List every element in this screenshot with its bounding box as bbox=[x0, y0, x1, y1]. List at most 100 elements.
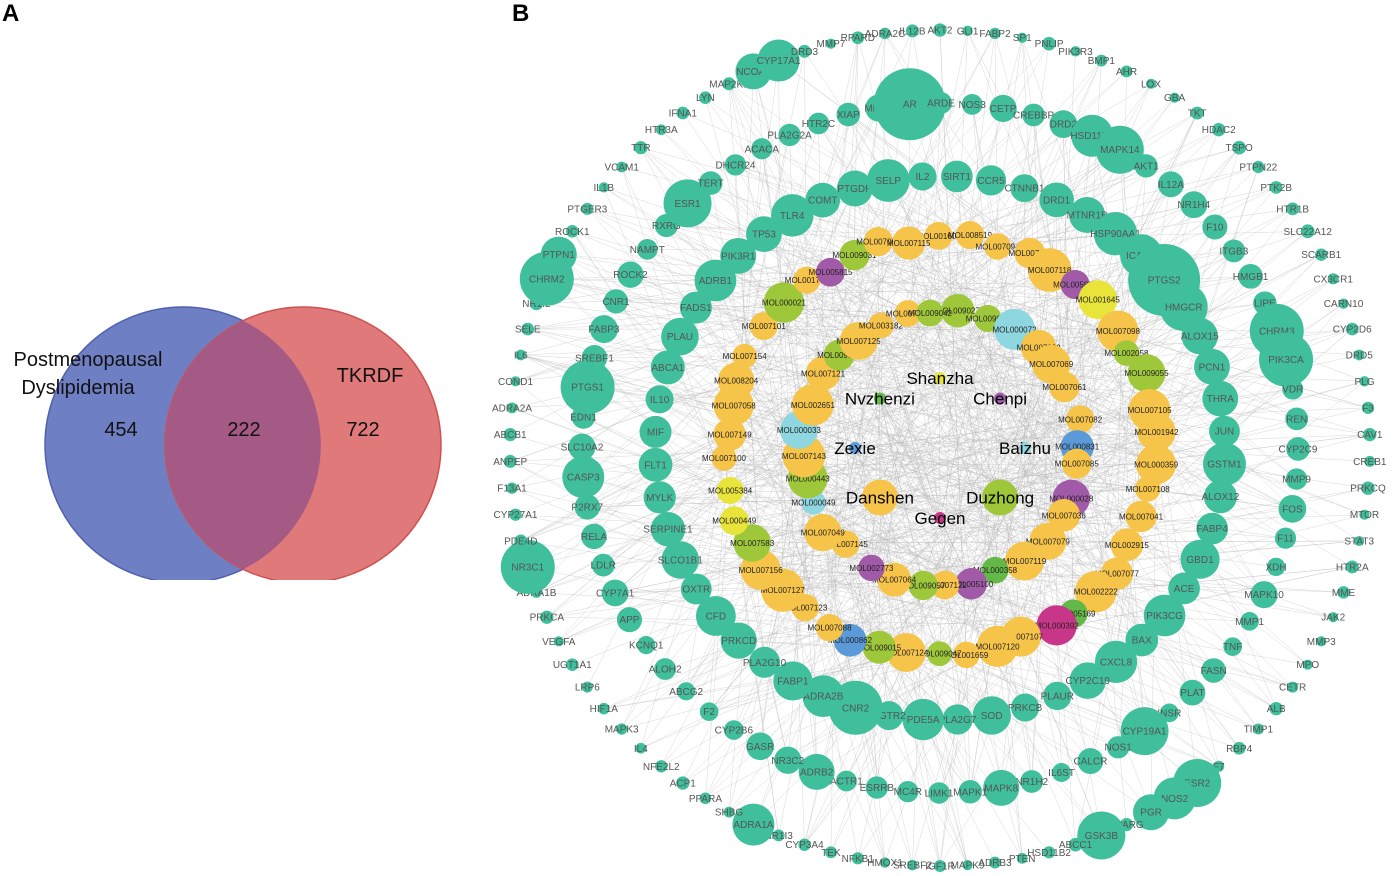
network-edge bbox=[830, 37, 859, 273]
network-edge bbox=[995, 540, 1360, 571]
target-label-f7: F7 bbox=[1213, 762, 1225, 773]
target-label-nr3c2: NR3C2 bbox=[771, 756, 804, 767]
target-label-sirt1: SIRT1 bbox=[943, 172, 972, 183]
target-node-app bbox=[616, 607, 643, 633]
network-edge bbox=[893, 579, 971, 792]
target-node-rbp4 bbox=[1232, 741, 1246, 755]
network-edge bbox=[1031, 541, 1049, 782]
network-edge bbox=[879, 372, 1147, 399]
panel-label-b: B bbox=[512, 0, 530, 27]
network-edge bbox=[1097, 147, 1240, 300]
target-label-alox12: ALOX12 bbox=[1201, 492, 1239, 503]
compound-label-mol007124: MOL007124 bbox=[884, 648, 929, 657]
target-node-cyp19a1 bbox=[1120, 707, 1169, 756]
target-label-il10: IL10 bbox=[650, 395, 670, 406]
compound-node-mol007583 bbox=[733, 524, 771, 562]
target-label-cyp2c9: CYP2C9 bbox=[1279, 444, 1318, 455]
network-edge bbox=[999, 398, 1128, 546]
compound-label-mol003182: MOL003182 bbox=[859, 321, 904, 330]
herb-label-danshen: Danshen bbox=[846, 488, 914, 507]
target-node-vcam1 bbox=[616, 161, 628, 173]
target-node-adra2b bbox=[802, 675, 845, 718]
target-label-mpo: MPO bbox=[1296, 660, 1319, 671]
target-node-cyp27a1 bbox=[509, 508, 522, 521]
target-label-ccr5: CCR5 bbox=[977, 176, 1005, 187]
target-node-il2 bbox=[908, 162, 937, 191]
network-edge bbox=[879, 253, 1031, 498]
target-node-akt1 bbox=[1134, 154, 1158, 178]
network-edge bbox=[736, 380, 1001, 498]
network-edge bbox=[822, 398, 881, 533]
target-label-pcn1: PCN1 bbox=[1199, 362, 1226, 373]
compound-node-mol002058 bbox=[1113, 340, 1140, 366]
target-label-gstm1: GSTM1 bbox=[1207, 460, 1242, 471]
network-edge bbox=[922, 585, 1002, 789]
compound-label-mol001645: MOL001645 bbox=[1076, 296, 1121, 305]
target-node-adrb1 bbox=[694, 259, 737, 302]
herb-nodes: ShanzhaChenpiBaizhuDuzhongGegenDanshenZe… bbox=[834, 369, 1051, 528]
compound-node-mol007064 bbox=[877, 562, 912, 597]
network-edge bbox=[879, 310, 959, 498]
target-node-hsd11b2 bbox=[1042, 846, 1056, 859]
target-node-ppara bbox=[699, 792, 712, 805]
target-node-tnf bbox=[1223, 637, 1243, 656]
network-edge bbox=[994, 33, 998, 247]
network-edge bbox=[938, 43, 1050, 236]
target-node-cnr1 bbox=[603, 289, 629, 314]
target-label-hsp90aa1: HSP90AA1 bbox=[1090, 229, 1141, 240]
target-node-ldlr bbox=[591, 553, 615, 577]
target-node-prkcd bbox=[720, 622, 757, 659]
compound-nodes: MOL001601MOL008519MOL007094MOL007111MOL0… bbox=[702, 221, 1179, 672]
target-node-il12b bbox=[905, 24, 919, 38]
compound-label-mol007058: MOL007058 bbox=[712, 401, 757, 410]
network-edge bbox=[696, 429, 800, 590]
target-label-mapk9: MAPK9 bbox=[951, 861, 985, 872]
target-node-acaca bbox=[751, 138, 773, 160]
network-edge bbox=[753, 71, 805, 457]
target-label-htr2a: HTR2A bbox=[1336, 562, 1369, 573]
target-node-lox bbox=[1145, 78, 1157, 89]
compound-label-mol007045: MOL007045 bbox=[886, 310, 931, 319]
target-node-jak2 bbox=[1328, 612, 1339, 623]
compound-label-mol007115: MOL007115 bbox=[887, 239, 931, 248]
target-node-srebf1 bbox=[581, 344, 608, 371]
target-node-cyp2b6 bbox=[723, 720, 744, 740]
network-edge bbox=[735, 164, 840, 356]
target-node-cond1 bbox=[510, 376, 521, 387]
target-label-pnlip: PNLIP bbox=[1035, 39, 1064, 50]
compound-label-mol005815: MOL005815 bbox=[808, 268, 853, 277]
network-edge bbox=[880, 102, 942, 326]
target-label-edn1: EDN1 bbox=[570, 412, 597, 423]
compound-node-mol009031 bbox=[839, 239, 870, 271]
target-node-nr3c1 bbox=[500, 539, 555, 594]
target-node-plaur bbox=[1043, 681, 1072, 711]
network-edge bbox=[970, 583, 1002, 788]
compound-node-mol002651 bbox=[792, 384, 834, 426]
compound-label-mol009055: MOL009055 bbox=[1124, 369, 1169, 378]
network-edge bbox=[879, 284, 1076, 399]
target-label-vcam1: VCAM1 bbox=[604, 162, 639, 173]
network-edge bbox=[621, 404, 814, 730]
compound-node-mol005815 bbox=[816, 257, 845, 287]
target-node-itgb3 bbox=[1222, 239, 1246, 263]
network-edge bbox=[845, 496, 1221, 545]
target-node-slc22a12 bbox=[1300, 224, 1315, 239]
target-label-adra2b: ADRA2B bbox=[803, 692, 843, 703]
target-label-app: APP bbox=[619, 615, 639, 626]
herb-node-shanzha bbox=[934, 372, 946, 384]
network-edge bbox=[661, 129, 1072, 499]
target-label-aloh2: ALOH2 bbox=[649, 665, 682, 676]
target-node-drd3 bbox=[798, 44, 811, 58]
compound-label-mol007127: MOL007127 bbox=[761, 586, 806, 595]
compound-label-mol007108: MOL007108 bbox=[1126, 485, 1171, 494]
target-label-gsk3b: GSK3B bbox=[1085, 831, 1119, 842]
network-edge bbox=[614, 455, 805, 594]
target-label-tnf: TNF bbox=[1223, 642, 1242, 653]
network-edge bbox=[999, 331, 1119, 498]
target-node-pik3cg bbox=[1143, 594, 1186, 637]
target-label-f10: F10 bbox=[1206, 222, 1224, 233]
target-label-ldlr: LDLR bbox=[590, 561, 616, 572]
target-node-mapk1 bbox=[958, 780, 982, 804]
compound-label-mol007101: MOL007101 bbox=[742, 322, 787, 331]
